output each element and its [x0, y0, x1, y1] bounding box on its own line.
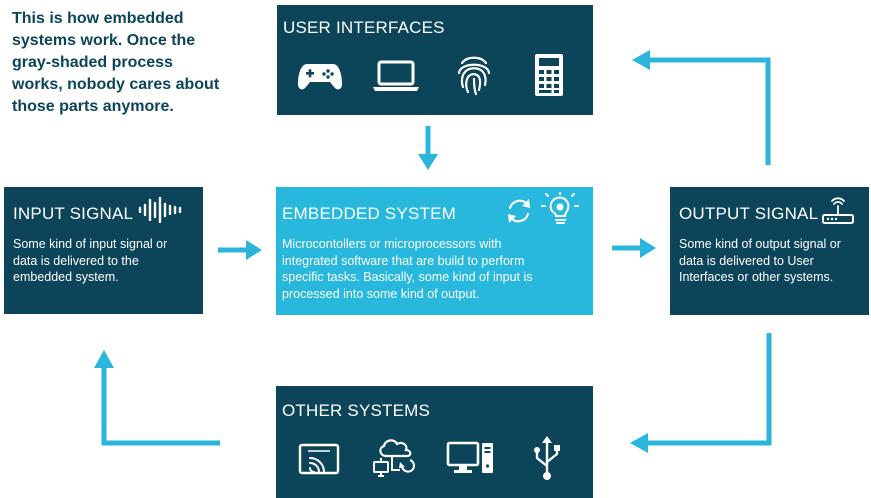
arrowhead-left — [630, 433, 648, 453]
output-signal-title: OUTPUT SIGNAL — [679, 204, 819, 223]
intro-text: This is how embedded systems work. Once … — [12, 8, 252, 118]
output-signal-description: Some kind of output signal or data is de… — [679, 236, 866, 286]
embedded-system-title: EMBEDDED SYSTEM — [282, 204, 456, 223]
arrowhead-up — [94, 350, 114, 368]
intro-line: works, nobody cares about — [12, 76, 220, 93]
embedded-system-box: EMBEDDED SYSTEM Microcontollers or micro… — [276, 187, 593, 315]
arrow-output-to-ui — [648, 57, 771, 165]
intro-line: those parts anymore. — [12, 98, 174, 115]
arrowhead-down — [418, 154, 438, 170]
arrowhead-right — [246, 240, 262, 260]
cast-screen-icon — [298, 443, 340, 475]
user-interfaces-box: USER INTERFACES — [277, 5, 593, 115]
user-interfaces-title: USER INTERFACES — [283, 18, 445, 37]
usb-icon — [534, 436, 560, 480]
text-line: data is delivered to User — [679, 253, 814, 268]
intro-line: gray-shaded process — [12, 54, 173, 71]
arrow-other-to-input — [101, 366, 220, 446]
text-line: Some kind of output signal or — [679, 237, 841, 251]
text-line: data is delivered to the — [13, 253, 139, 268]
embedded-system-description: Microcontollers or microprocessors with … — [282, 236, 582, 302]
arrow-output-to-other — [646, 333, 772, 446]
arrowhead-left — [632, 50, 650, 70]
calculator-icon — [535, 54, 563, 96]
input-signal-description: Some kind of input signal or data is del… — [13, 236, 197, 286]
other-systems-title: OTHER SYSTEMS — [282, 401, 431, 420]
soundwave-icon — [138, 197, 182, 223]
laptop-icon — [373, 60, 419, 91]
other-systems-box: OTHER SYSTEMS — [276, 386, 593, 498]
text-line: processed into some kind of output. — [282, 286, 480, 301]
lightbulb-gear-icon — [541, 192, 579, 224]
gamepad-icon — [298, 64, 342, 90]
desktop-computer-icon — [446, 441, 493, 473]
output-signal-box: OUTPUT SIGNAL Some kind of output signal… — [670, 187, 869, 315]
text-line: Some kind of input signal or — [13, 237, 168, 251]
refresh-icon — [508, 199, 530, 223]
input-signal-box: INPUT SIGNAL Some kind of input signal o… — [4, 187, 203, 314]
cloud-network-icon — [373, 439, 415, 477]
intro-line: This is how embedded — [12, 10, 184, 27]
fingerprint-icon — [457, 56, 491, 96]
text-line: Microcontollers or microprocessors with — [282, 237, 502, 251]
arrowhead-right — [640, 238, 656, 258]
input-signal-title: INPUT SIGNAL — [13, 204, 134, 223]
text-line: specific tasks. Basically, some kind of … — [282, 270, 533, 284]
text-line: embedded system. — [13, 270, 119, 284]
intro-line: systems work. Once the — [12, 32, 196, 49]
text-line: Interfaces or other systems. — [679, 270, 834, 284]
router-icon — [822, 197, 854, 224]
text-line: integrated software that are build to pe… — [282, 253, 525, 268]
